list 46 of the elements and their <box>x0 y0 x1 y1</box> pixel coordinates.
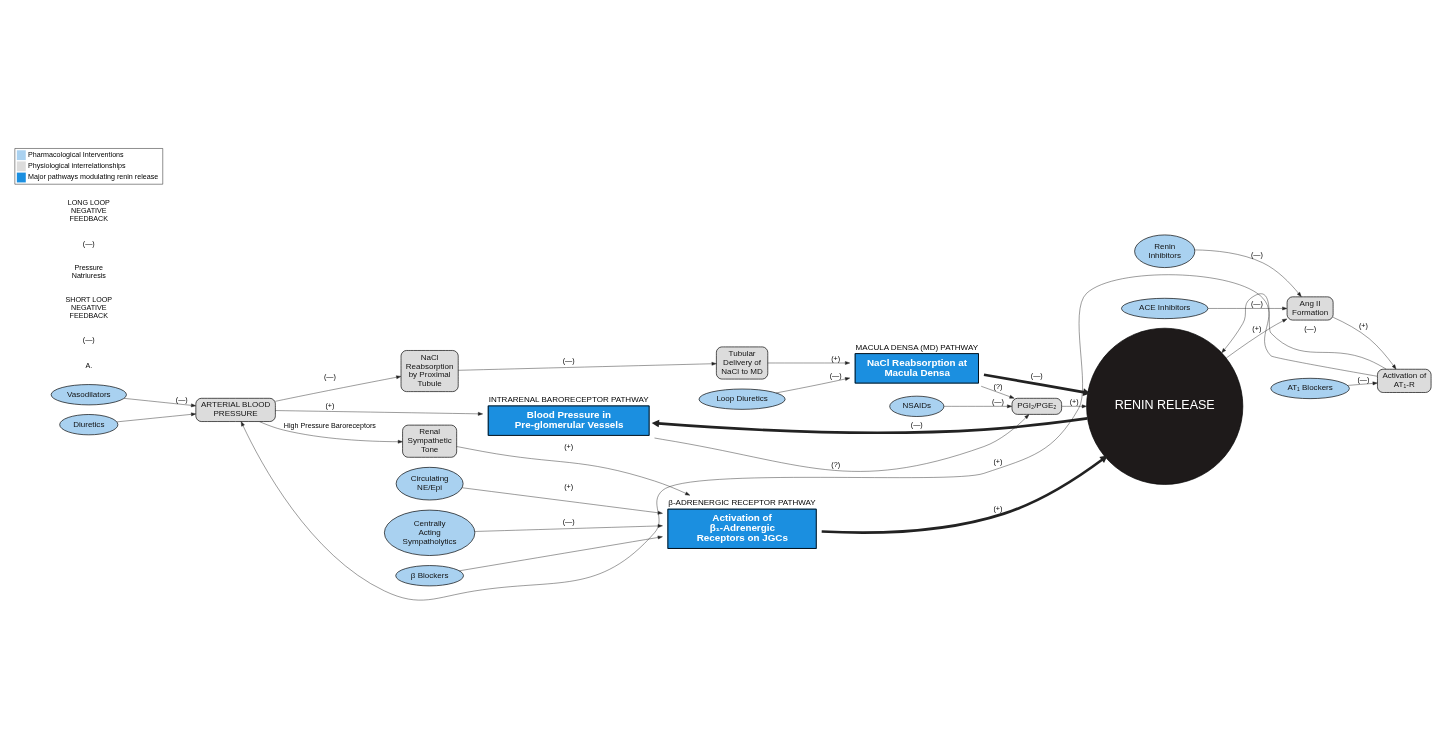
arrow <box>116 412 197 422</box>
arrow <box>1207 306 1288 310</box>
node-box: NaCl Reabsorption by Proximal Tubule <box>400 349 459 392</box>
arrow <box>654 413 1030 471</box>
arrow <box>259 420 403 443</box>
node-box: Tubular Delivery of NaCl to MD <box>716 346 769 379</box>
node-ellipse: Renin Inhibitors <box>1134 234 1196 268</box>
arrow <box>275 409 483 416</box>
node-ellipse: Centrally Acting Sympatholytics <box>384 509 476 556</box>
node-label: MACULA DENSA (MD) PATHWAY <box>855 342 979 352</box>
node-ellipse: Diuretics <box>59 413 119 435</box>
node-ellipse: β Blockers <box>395 564 464 586</box>
arrow <box>240 274 1378 600</box>
node-ellipse: NSAIDs <box>889 395 945 417</box>
node-ellipse: Vasodilators <box>50 383 127 405</box>
arrow <box>458 361 717 371</box>
node-ellipse: Loop Diuretics <box>698 388 786 410</box>
arrow <box>1332 316 1397 369</box>
node-box: Activation of AT₁-R <box>1377 368 1432 393</box>
node-ellipse: ACE Inhibitors <box>1121 297 1209 319</box>
node-box: Renal Sympathetic Tone <box>402 424 457 458</box>
node-label: β-ADRENERGIC RECEPTOR PATHWAY <box>668 497 816 507</box>
arrow <box>775 376 850 393</box>
arrow <box>651 416 1088 434</box>
arrow <box>943 404 1013 408</box>
arrow <box>456 445 691 495</box>
arrow <box>459 535 663 571</box>
arrow <box>980 385 1015 398</box>
arrow <box>1226 318 1288 358</box>
arrow <box>123 397 196 407</box>
node-box: ARTERIAL BLOOD PRESSURE <box>195 397 276 422</box>
arrow <box>821 455 1108 534</box>
node-box: Ang II Formation <box>1286 296 1334 320</box>
arrow <box>1347 381 1378 386</box>
arrow <box>275 375 402 402</box>
arrow <box>767 360 850 365</box>
arrow <box>1061 404 1087 408</box>
node-box: PGI₂/PGE₂ <box>1011 397 1062 415</box>
arrow <box>461 487 663 515</box>
node-circle: RENIN RELEASE <box>1086 327 1244 485</box>
node-label: INTRARENAL BARORECEPTOR PATHWAY <box>488 394 649 404</box>
arrow <box>474 523 663 532</box>
node-ellipse: AT₁ Blockers <box>1270 377 1350 399</box>
node-ellipse: Circulating NE/Epi <box>395 466 464 500</box>
arrow <box>983 372 1091 396</box>
arrow <box>1194 249 1302 297</box>
